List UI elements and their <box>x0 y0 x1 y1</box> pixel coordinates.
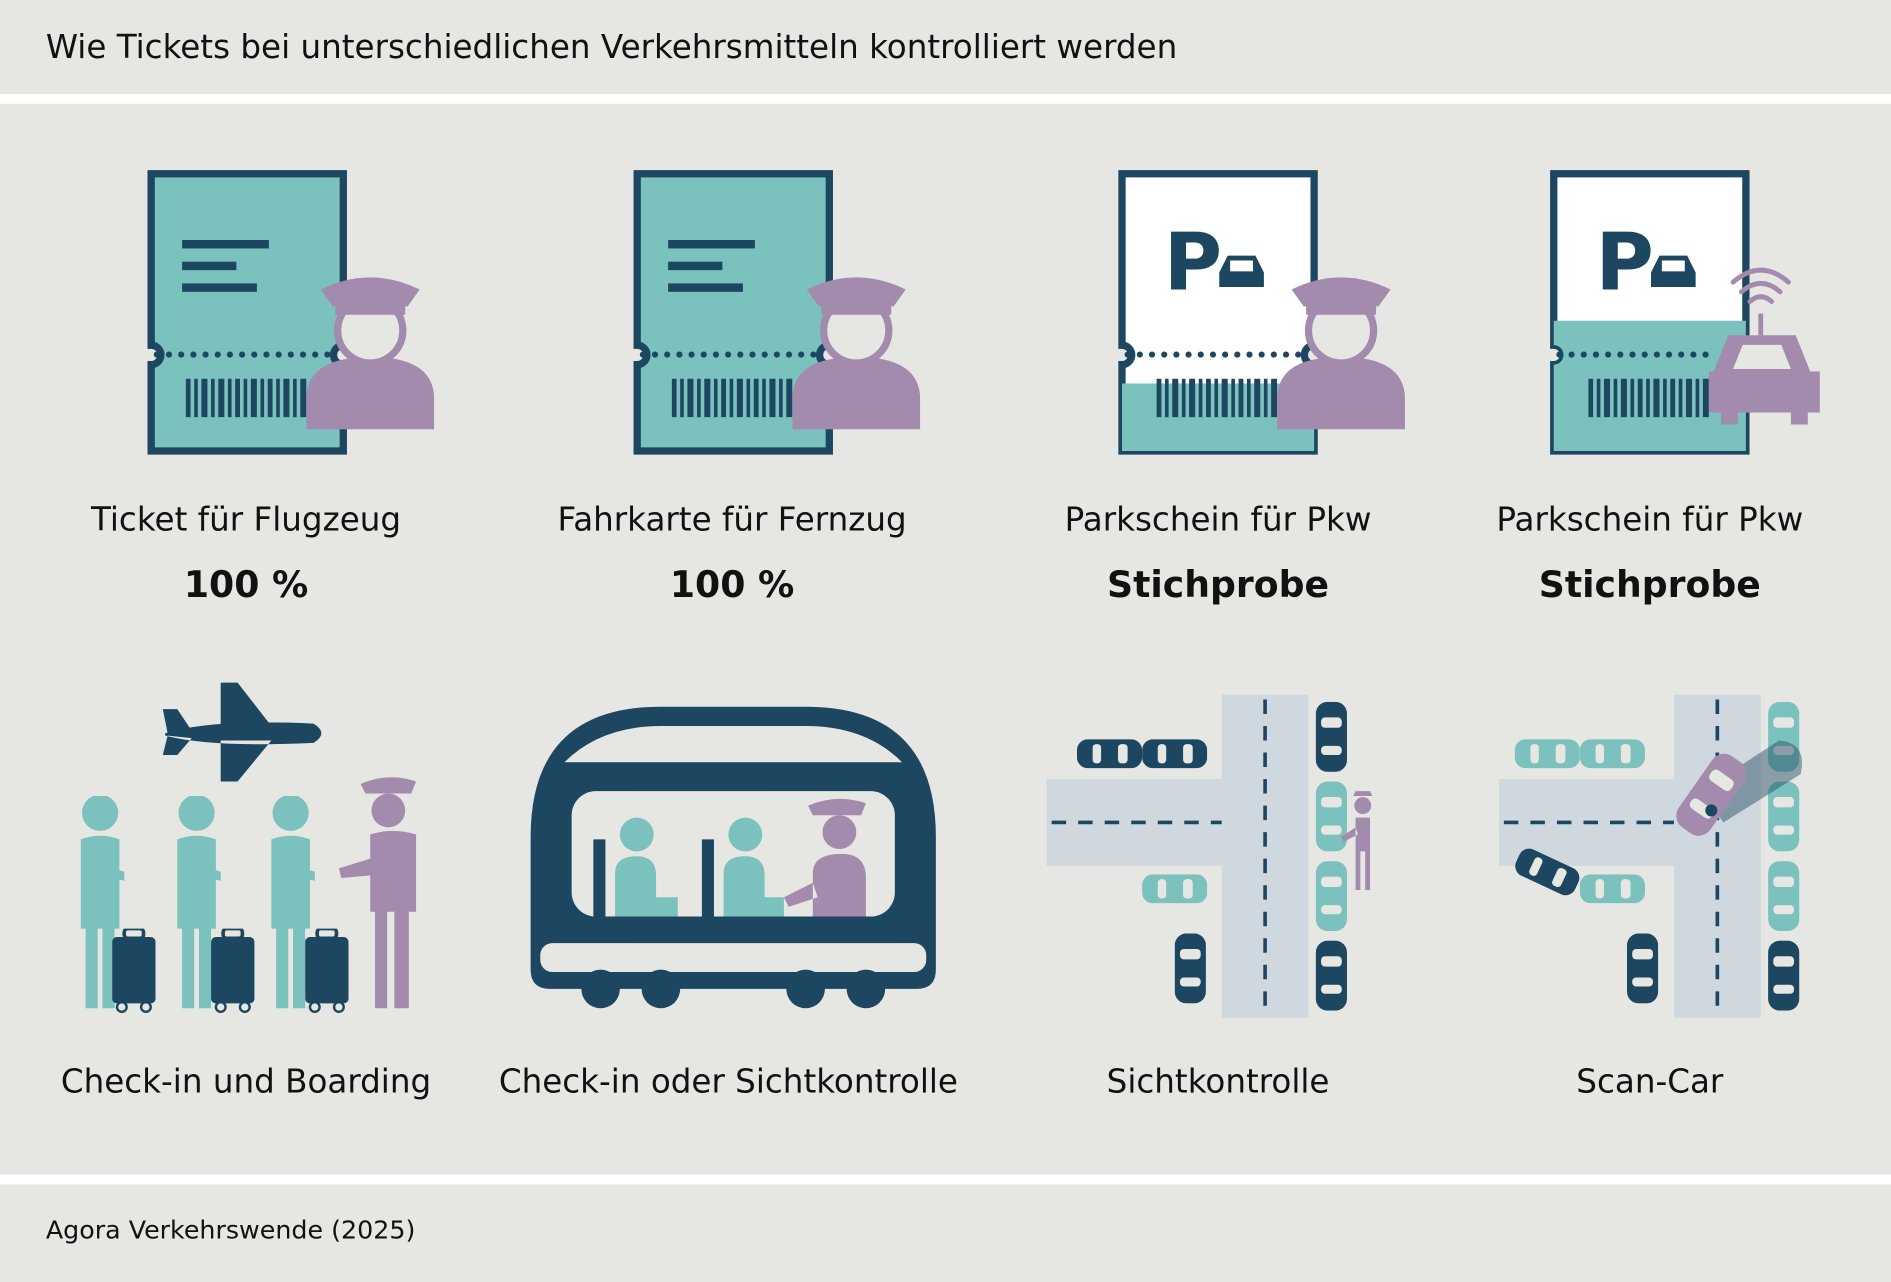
train-ticket-officer-icon <box>628 166 917 458</box>
method-label: Check-in oder Sichtkontrolle <box>498 1063 958 1102</box>
parking-letter: P <box>1164 215 1222 308</box>
source-note: Agora Verkehrswende (2025) <box>45 1215 416 1245</box>
card-value: 100 % <box>669 564 795 607</box>
airplane-icon <box>162 682 322 782</box>
header-band <box>0 0 1891 95</box>
card-label: Ticket für Flugzeug <box>90 501 402 540</box>
officer-icon <box>338 777 417 1009</box>
flight-ticket-officer-icon <box>142 166 431 458</box>
visual-check-intersection-illustration <box>1046 694 1373 1018</box>
parking-ticket-scancar-icon: P <box>1545 166 1820 458</box>
card-label: Parkschein für Pkw <box>1064 501 1372 540</box>
footer-band <box>0 1184 1891 1282</box>
card-label: Fahrkarte für Fernzug <box>557 501 907 540</box>
card-value: 100 % <box>183 564 309 607</box>
scan-car-intersection-illustration <box>1499 694 1803 1018</box>
parking-ticket-officer-icon: P <box>1113 166 1402 458</box>
card-value: Stichprobe <box>1538 564 1761 607</box>
train-illustration <box>530 706 936 1009</box>
method-label: Check-in und Boarding <box>60 1063 432 1102</box>
officer-icon <box>1341 791 1373 891</box>
method-label: Sichtkontrolle <box>1106 1063 1330 1102</box>
checkin-boarding-illustration <box>79 682 417 1014</box>
scan-car-icon <box>1708 267 1820 425</box>
page-title: Wie Tickets bei unterschiedlichen Verkeh… <box>45 28 1178 67</box>
parking-letter: P <box>1596 215 1654 308</box>
card-value: Stichprobe <box>1107 564 1330 607</box>
method-label: Scan-Car <box>1576 1063 1724 1102</box>
card-label: Parkschein für Pkw <box>1496 501 1804 540</box>
